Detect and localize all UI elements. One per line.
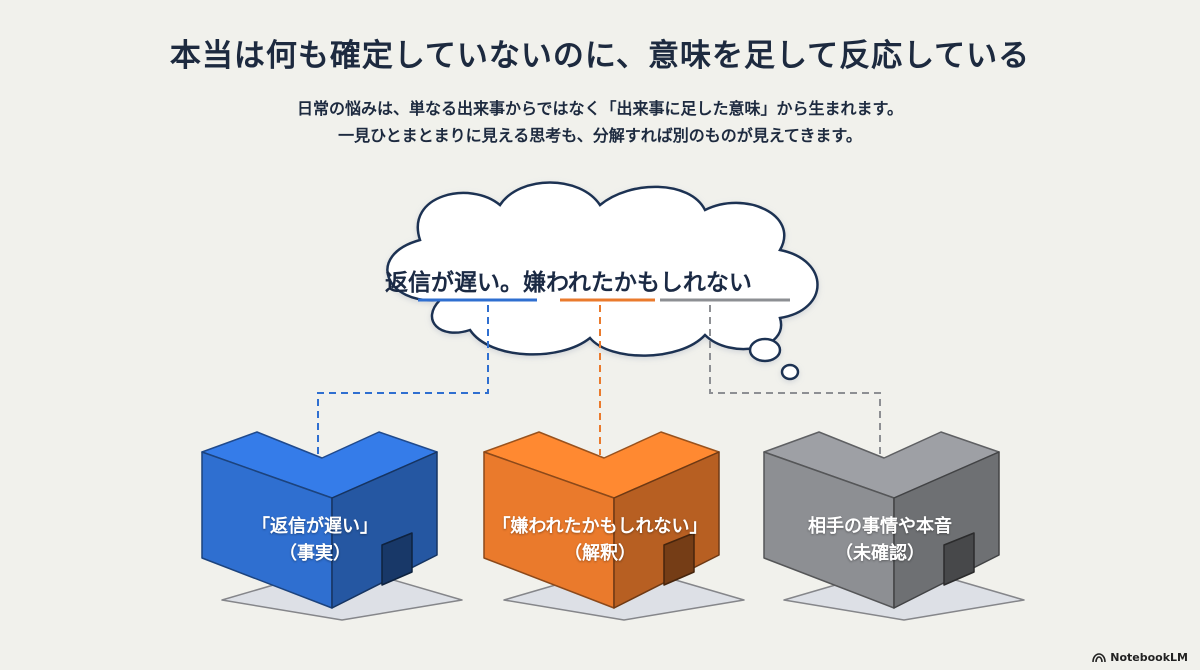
block-interpretation-line1: 「嫌われたかもしれない」	[492, 516, 708, 537]
connector-unknown	[709, 305, 881, 455]
block-unknown-line2: （未確認）	[835, 543, 925, 564]
block-unknown-side-face	[893, 451, 1000, 609]
block-fact	[201, 431, 463, 621]
block-interpretation-line2: （解釈）	[564, 543, 636, 564]
notebooklm-logo-icon	[1092, 652, 1107, 662]
block-fact-line2: （事実）	[279, 543, 351, 564]
thought-part-unknown: もしれない	[636, 270, 752, 296]
block-fact-door	[381, 532, 413, 586]
block-label-fact: 「返信が遅い」 （事実）	[200, 513, 430, 567]
thought-cloud	[386, 181, 819, 381]
thought-part-fact: 返信が遅い。	[385, 270, 523, 296]
subtitle: 日常の悩みは、単なる出来事からではなく「出来事に足した意味」から生まれます。 一…	[0, 95, 1200, 149]
page-title: 本当は何も確定していないのに、意味を足して反応している	[169, 38, 1031, 74]
block-interpretation	[483, 431, 745, 621]
block-unknown-door	[943, 532, 975, 586]
block-interpretation-side-face	[613, 451, 720, 609]
block-fact-side-face	[331, 451, 438, 609]
thought-bubble-small-2	[780, 363, 800, 381]
block-label-interpretation: 「嫌われたかもしれない」 （解釈）	[480, 513, 720, 567]
subtitle-line-2: 一見ひとまとまりに見える思考も、分解すれば別のものが見えてきます。	[338, 126, 862, 145]
thought-text: 返信が遅い。嫌われたかもしれない	[385, 263, 805, 297]
thought-part-interpretation: 嫌われたか	[523, 270, 637, 296]
block-fact-line1: 「返信が遅い」	[252, 516, 378, 537]
connector-fact	[317, 305, 489, 455]
block-interpretation-door	[663, 532, 695, 586]
thought-bubble-small-1	[748, 337, 782, 363]
subtitle-line-1: 日常の悩みは、単なる出来事からではなく「出来事に足した意味」から生まれます。	[297, 99, 903, 118]
brand-watermark: NotebookLM	[1092, 651, 1188, 664]
block-unknown-line1: 相手の事情や本音	[808, 516, 952, 537]
brand-name: NotebookLM	[1110, 651, 1188, 664]
block-unknown	[763, 431, 1025, 621]
block-label-unknown: 相手の事情や本音 （未確認）	[765, 513, 995, 567]
